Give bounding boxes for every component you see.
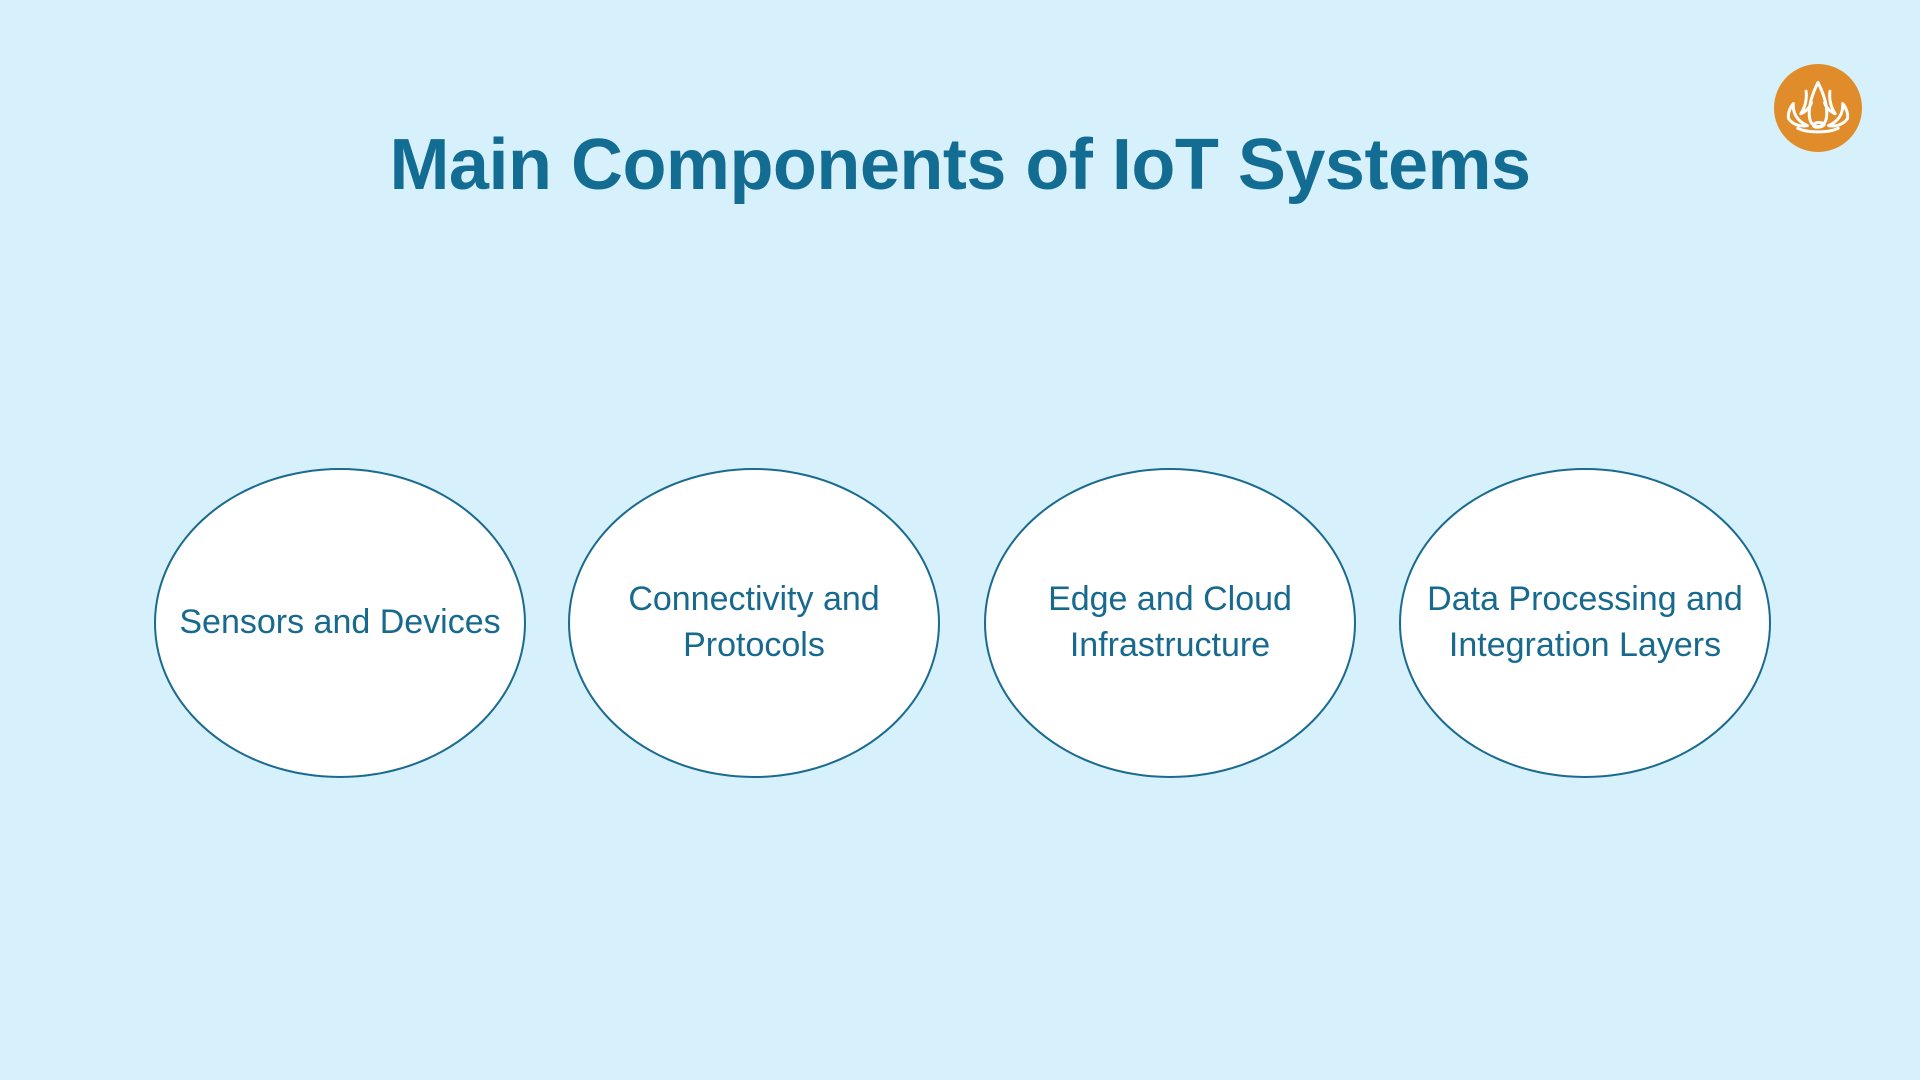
component-label-line: Connectivity and — [628, 580, 880, 619]
component-label-line: Sensors and Devices — [179, 603, 501, 642]
component-label-line: Edge and Cloud — [1048, 580, 1292, 619]
page-title: Main Components of IoT Systems — [389, 125, 1531, 205]
component-label: Connectivity and Protocols — [628, 577, 879, 669]
component-label: Data Processing and Integration Layers — [1427, 577, 1743, 669]
component-ellipse-sensors-and-devices: Sensors and Devices — [154, 468, 526, 778]
component-label-line: Protocols — [683, 626, 825, 664]
component-label: Edge and Cloud Infrastructure — [1048, 577, 1292, 669]
component-ellipse-data-processing-integration: Data Processing and Integration Layers — [1399, 468, 1771, 778]
component-label-line: Integration Layers — [1448, 626, 1722, 664]
component-label-line: Data Processing and — [1427, 580, 1743, 619]
component-label-line: Infrastructure — [1069, 626, 1271, 664]
brand-logo — [1774, 64, 1862, 152]
component-ellipse-connectivity-and-protocols: Connectivity and Protocols — [568, 468, 940, 778]
component-ellipse-edge-and-cloud-infrastructure: Edge and Cloud Infrastructure — [984, 468, 1356, 778]
lotus-icon — [1774, 64, 1862, 152]
component-label: Sensors and Devices — [179, 600, 500, 646]
